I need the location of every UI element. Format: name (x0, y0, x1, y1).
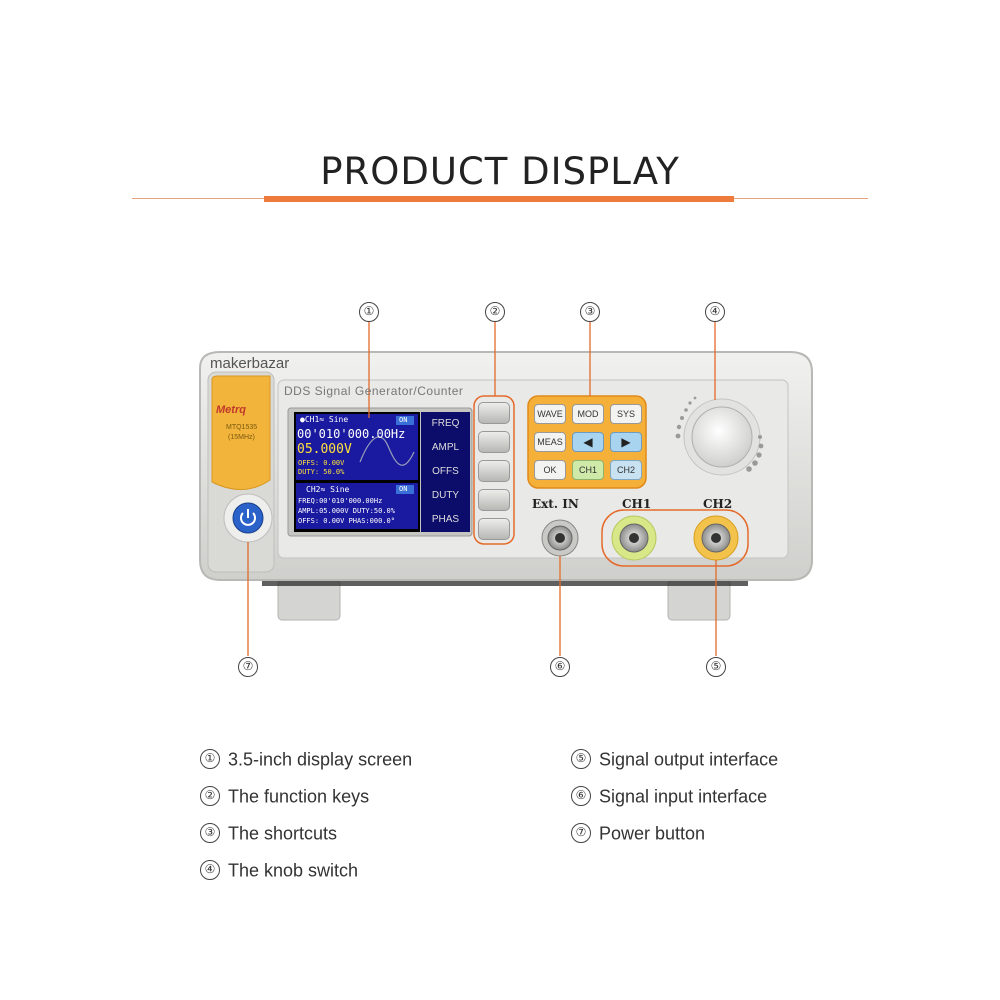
callout-4: ④ (705, 302, 725, 322)
logo-label (211, 375, 271, 491)
ch1-ampl: 05.000V (297, 442, 352, 457)
sys-key[interactable]: SYS (610, 404, 642, 424)
bnc-ext-in (541, 519, 579, 557)
callout-5: ⑤ (706, 657, 726, 677)
ch2-badge: ON (399, 485, 408, 493)
ch1-duty: DUTY: 50.0% (298, 468, 345, 476)
ch2-connector-label: CH2 (703, 497, 733, 511)
function-key-1[interactable] (478, 402, 510, 424)
ch1-key[interactable]: CH1 (572, 460, 604, 480)
function-keys (478, 402, 510, 540)
right-arrow-key[interactable]: ▶ (610, 432, 642, 452)
brand-watermark: makerbazar (210, 355, 290, 372)
callout-2: ② (485, 302, 505, 322)
ch1-badge: ON (399, 416, 408, 424)
mod-key[interactable]: MOD (572, 404, 604, 424)
shortcut-keys: WAVE MOD SYS MEAS ◀ ▶ OK CH1 CH2 (534, 404, 642, 480)
rotary-knob (691, 406, 753, 468)
callout-6: ⑥ (550, 657, 570, 677)
output-connectors-frame (601, 509, 749, 567)
model-sub-text: (15MHz) (228, 434, 255, 441)
wave-key[interactable]: WAVE (534, 404, 566, 424)
sine-wave (359, 436, 415, 466)
function-key-5[interactable] (478, 518, 510, 540)
function-key-3[interactable] (478, 460, 510, 482)
ch2-header: CH2≈ Sine (306, 485, 350, 494)
logo-text: Metrq (216, 404, 246, 416)
ch2-freq: FREQ:00'010'000.00Hz (298, 497, 383, 505)
ch2-key[interactable]: CH2 (610, 460, 642, 480)
ch1-offs: OFFS: 0.00V (298, 459, 345, 467)
ok-key[interactable]: OK (534, 460, 566, 480)
callout-3: ③ (580, 302, 600, 322)
left-arrow-key[interactable]: ◀ (572, 432, 604, 452)
ch1-freq: 00'010'000.00Hz (297, 427, 406, 441)
fkey-label-phas: PHAS (431, 514, 460, 525)
fkey-label-duty: DUTY (431, 490, 460, 501)
ch1-connector-label: CH1 (622, 497, 652, 511)
title-divider-accent (264, 196, 734, 202)
bnc-ch1 (611, 515, 657, 561)
callout-1: ① (359, 302, 379, 322)
panel-title: DDS Signal Generator/Counter (284, 384, 464, 398)
ch1-header: ●CH1≈ Sine (300, 415, 349, 424)
callout-7: ⑦ (238, 657, 258, 677)
model-text: MTQ1535 (226, 424, 258, 431)
bnc-ch2 (693, 515, 739, 561)
function-keys-frame (473, 395, 515, 545)
fkey-label-offs: OFFS (432, 466, 459, 477)
meas-key[interactable]: MEAS (534, 432, 566, 452)
function-key-4[interactable] (478, 489, 510, 511)
ch2-ampl: AMPL:05.000V DUTY:50.0% (298, 507, 395, 515)
function-key-2[interactable] (478, 431, 510, 453)
ext-in-label: Ext. IN (532, 497, 579, 511)
function-key-labels: FREQ AMPL OFFS DUTY PHAS (421, 412, 470, 532)
page-title: PRODUCT DISPLAY (320, 150, 680, 193)
fkey-label-ampl: AMPL (431, 442, 460, 453)
ch2-offs: OFFS: 0.00V PHAS:000.0° (298, 517, 395, 525)
power-icon (240, 512, 256, 526)
fkey-label-freq: FREQ (431, 418, 460, 429)
